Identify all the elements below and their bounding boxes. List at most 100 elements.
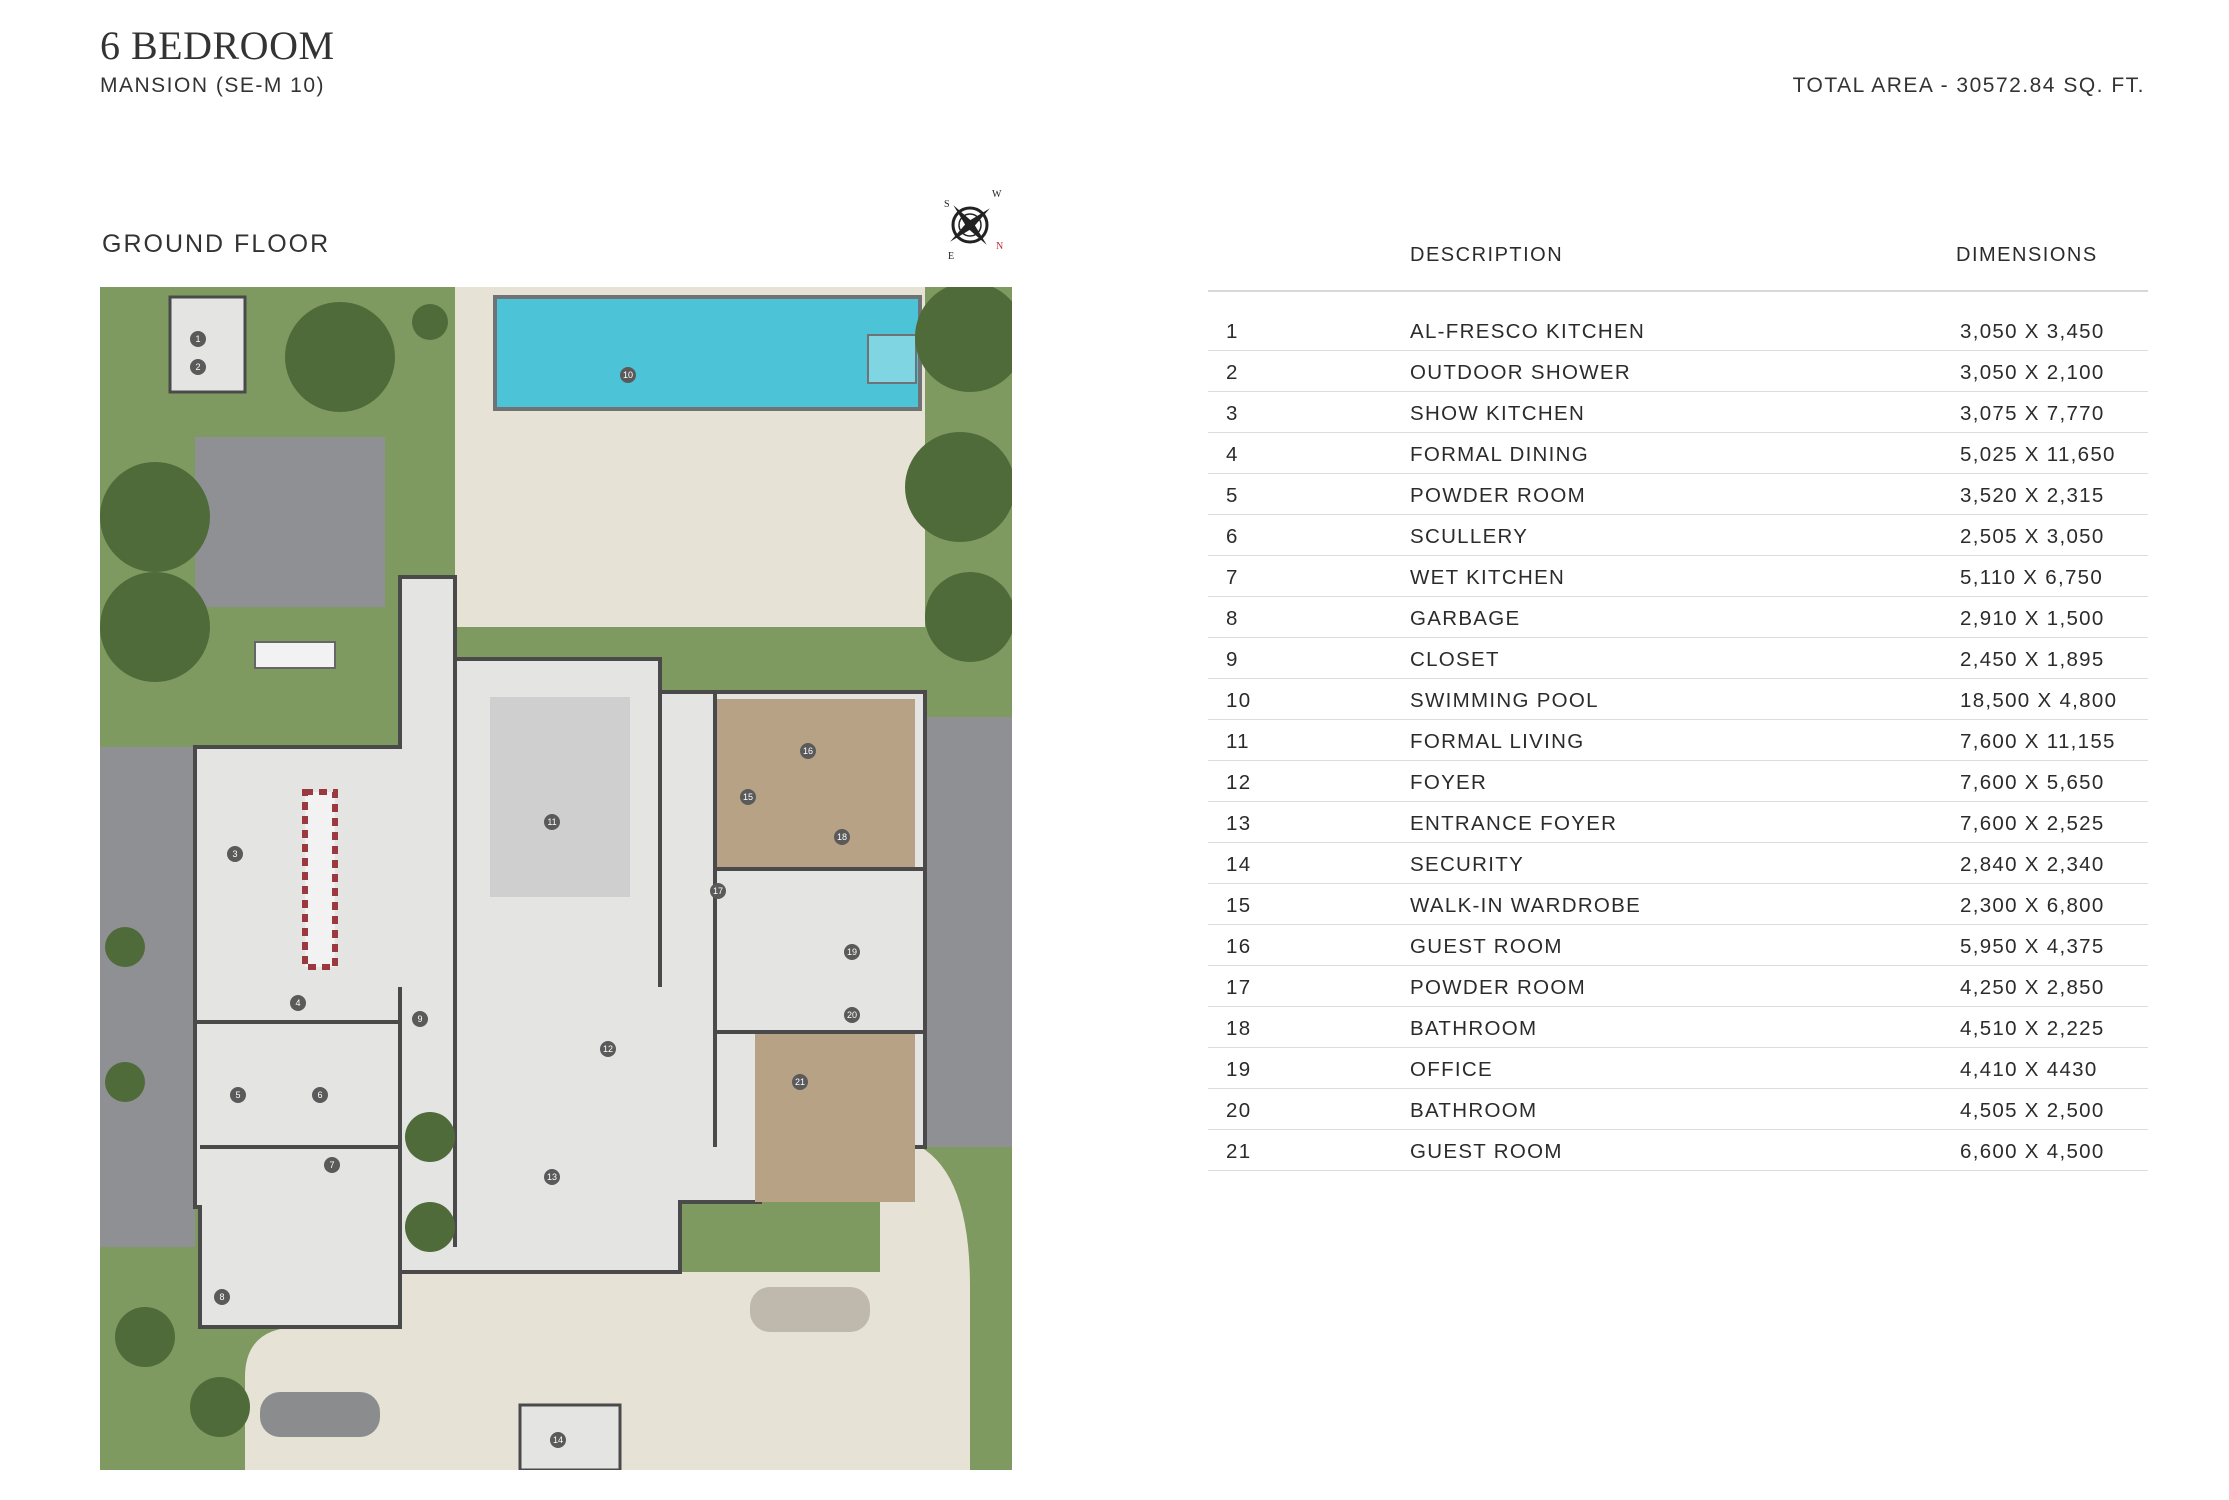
room-marker: [620, 367, 636, 383]
room-marker-label: 12: [603, 1044, 613, 1054]
room-description: FORMAL LIVING: [1410, 730, 1585, 753]
room-dimensions: 18,500 X 4,800: [1960, 689, 2118, 712]
room-description: WALK-IN WARDROBE: [1410, 894, 1642, 917]
room-marker: [740, 789, 756, 805]
tree: [405, 1112, 455, 1162]
room-marker: [600, 1041, 616, 1057]
room-number: 3: [1226, 402, 1239, 425]
room-number: 7: [1226, 566, 1239, 589]
room-marker: [230, 1087, 246, 1103]
side-path-left: [100, 747, 195, 1247]
room-marker-label: 1: [195, 334, 200, 344]
swimming-pool: [493, 295, 922, 411]
room-marker: [550, 1432, 566, 1448]
room-dimensions: 3,075 X 7,770: [1960, 402, 2105, 425]
room-dimensions: 5,950 X 4,375: [1960, 935, 2105, 958]
room-marker: [800, 743, 816, 759]
page-title: 6 BEDROOM: [100, 23, 335, 68]
tree: [285, 302, 395, 412]
room-marker: [544, 1169, 560, 1185]
compass-icon: S W E N: [944, 189, 1003, 262]
room-marker: [312, 1087, 328, 1103]
tree: [100, 572, 210, 682]
room-description: BATHROOM: [1410, 1017, 1538, 1040]
room-number: 5: [1226, 484, 1239, 507]
table-row: 10 SWIMMING POOL 18,500 X 4,800: [1208, 679, 2148, 720]
room-marker-label: 19: [847, 947, 857, 957]
room-dimensions: 2,840 X 2,340: [1960, 853, 2105, 876]
front-drive: [245, 1137, 970, 1470]
room-description: FOYER: [1410, 771, 1488, 794]
room-description: GARBAGE: [1410, 607, 1521, 630]
tree: [115, 1307, 175, 1367]
room-description: POWDER ROOM: [1410, 484, 1587, 507]
room-dimensions: 3,520 X 2,315: [1960, 484, 2105, 507]
room-number: 21: [1226, 1140, 1252, 1163]
pool-spa: [867, 334, 917, 384]
room-marker-label: 4: [295, 998, 300, 1008]
tree: [105, 927, 145, 967]
room-number: 8: [1226, 607, 1239, 630]
room-dimensions: 7,600 X 2,525: [1960, 812, 2105, 835]
room-number: 9: [1226, 648, 1239, 671]
compass-letter-e: E: [948, 251, 954, 262]
tree: [105, 1062, 145, 1102]
room-marker: [834, 829, 850, 845]
room-marker-label: 9: [417, 1014, 422, 1024]
room-number: 2: [1226, 361, 1239, 384]
compass-letter-s: S: [944, 199, 950, 210]
table-header: DESCRIPTION DIMENSIONS: [1208, 240, 2148, 292]
room-description: SWIMMING POOL: [1410, 689, 1599, 712]
room-marker-label: 8: [219, 1292, 224, 1302]
room-dimensions: 4,250 X 2,850: [1960, 976, 2105, 999]
room-marker-label: 2: [195, 362, 200, 372]
room-marker: [214, 1289, 230, 1305]
room-marker: [544, 814, 560, 830]
room-marker-label: 11: [547, 817, 556, 827]
room-number: 19: [1226, 1058, 1252, 1081]
room-dimensions: 2,505 X 3,050: [1960, 525, 2105, 548]
room-marker-label: 13: [547, 1172, 557, 1182]
room-description: GUEST ROOM: [1410, 1140, 1563, 1163]
room-marker-label: 7: [329, 1160, 334, 1170]
room-marker-label: 14: [553, 1435, 563, 1445]
room-description: OFFICE: [1410, 1058, 1493, 1081]
room-description: OUTDOOR SHOWER: [1410, 361, 1631, 384]
tree: [405, 1202, 455, 1252]
living-rug: [490, 697, 630, 897]
room-description: SHOW KITCHEN: [1410, 402, 1586, 425]
room-marker-label: 17: [713, 886, 723, 896]
room-description: SECURITY: [1410, 853, 1525, 876]
room-dimensions: 2,300 X 6,800: [1960, 894, 2105, 917]
room-number: 10: [1226, 689, 1252, 712]
total-area: TOTAL AREA - 30572.84 SQ. FT.: [1792, 74, 2145, 97]
room-marker: [190, 359, 206, 375]
room-number: 16: [1226, 935, 1252, 958]
room-number: 17: [1226, 976, 1252, 999]
room-description: ENTRANCE FOYER: [1410, 812, 1618, 835]
alfresco-kitchen-block: [168, 295, 247, 394]
car: [260, 1392, 380, 1437]
room-marker: [190, 331, 206, 347]
room-marker: [324, 1157, 340, 1173]
room-number: 18: [1226, 1017, 1252, 1040]
room-dimensions: 6,600 X 4,500: [1960, 1140, 2105, 1163]
room-description: CLOSET: [1410, 648, 1500, 671]
room-number: 1: [1226, 320, 1239, 343]
room-number: 11: [1226, 730, 1250, 753]
tree: [915, 287, 1012, 392]
